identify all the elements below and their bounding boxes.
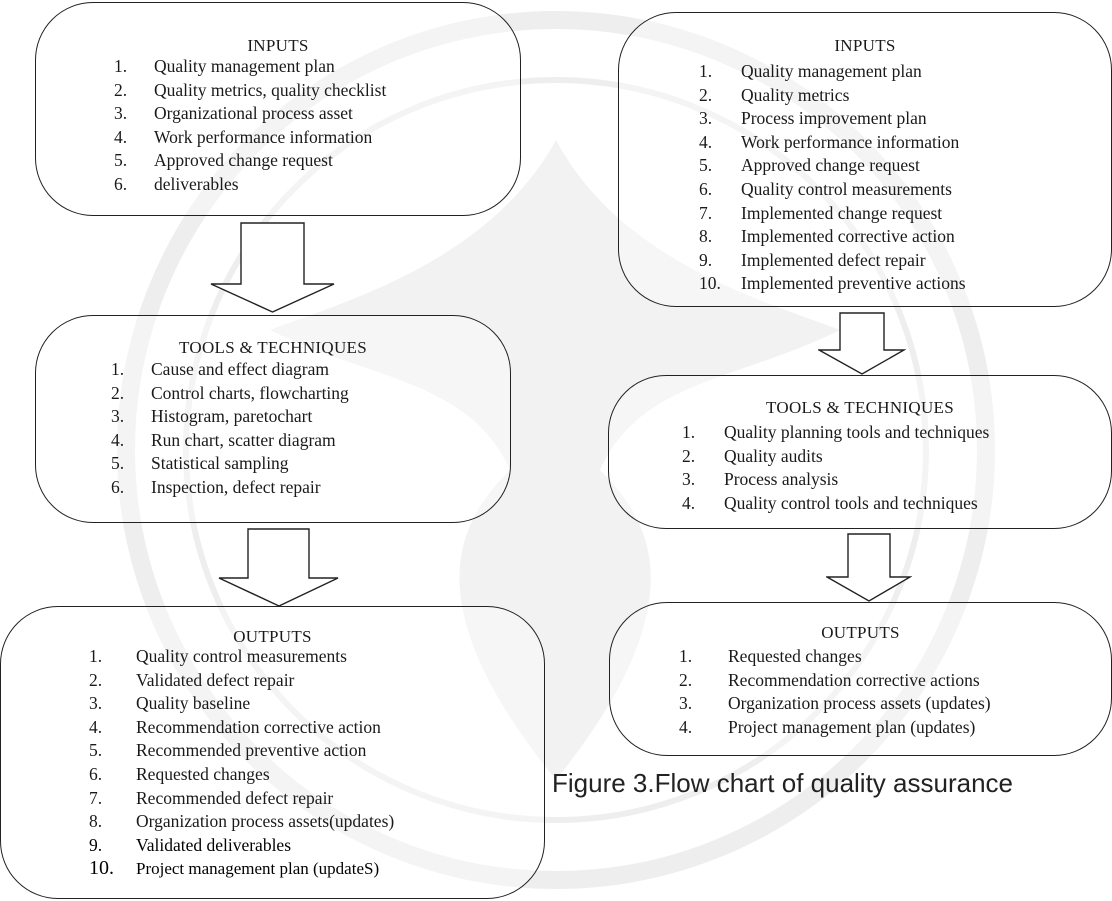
down-arrow-icon [210, 222, 335, 313]
left-outputs-title: OUTPUTS [233, 627, 312, 646]
right-tools-box: TOOLS & TECHNIQUES 1.Quality planning to… [608, 375, 1112, 529]
right-outputs-box: OUTPUTS 1.Requested changes 2.Recommenda… [609, 602, 1112, 756]
down-arrow-icon [826, 533, 912, 602]
figure-caption: Figure 3.Flow chart of quality assurance [552, 768, 1013, 798]
left-inputs-box: INPUTS 1.Quality management plan 2.Quali… [35, 2, 521, 216]
left-tools-box: TOOLS & TECHNIQUES 1.Cause and effect di… [35, 315, 511, 523]
left-outputs-box: OUTPUTS 1.Quality control measurements 2… [0, 606, 545, 899]
right-inputs-box: INPUTS 1.Quality management plan 2.Quali… [618, 12, 1112, 307]
down-arrow-icon [818, 312, 906, 375]
left-tools-title: TOOLS & TECHNIQUES [178, 338, 367, 357]
down-arrow-icon [218, 528, 339, 607]
right-inputs-title: INPUTS [834, 36, 896, 55]
left-inputs-title: INPUTS [247, 36, 309, 55]
right-tools-title: TOOLS & TECHNIQUES [765, 398, 954, 417]
right-outputs-title: OUTPUTS [821, 623, 900, 642]
